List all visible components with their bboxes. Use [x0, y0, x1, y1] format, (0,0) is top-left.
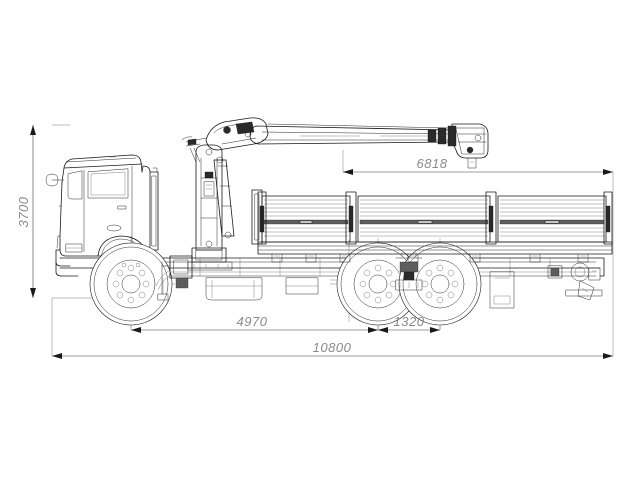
crane-header-cover [181, 136, 207, 163]
crane-inner-boom [205, 117, 269, 151]
crane-boom-tip [427, 123, 489, 169]
cargo-side-panel-3 [497, 191, 613, 245]
front-wheel [89, 242, 173, 326]
cargo-platform-base [257, 241, 613, 263]
cargo-headboard [251, 189, 263, 245]
cargo-side-panel-1 [257, 191, 357, 245]
dimension-wheelbase-label: 4970 [237, 314, 268, 329]
dimension-overall-length-label: 10800 [313, 340, 352, 355]
dimension-wheelbase: 4970 [131, 314, 378, 333]
dimension-platform-length-label: 6818 [417, 156, 448, 171]
crane-base [187, 247, 233, 271]
dimension-platform-length: 6818 [343, 156, 613, 175]
dimension-bogie-spread: 1320 [378, 314, 440, 333]
dimension-height-label: 3700 [16, 196, 31, 227]
rear-wheel-rear-axle [398, 242, 482, 326]
dimension-height: 3700 [16, 125, 36, 298]
dimension-overall-length: 10800 [52, 340, 613, 359]
crane-outer-boom [249, 123, 453, 145]
rear-bogie-suspension [395, 252, 423, 291]
outrigger-assembly [155, 255, 193, 301]
crane-lift-cylinder [213, 156, 235, 239]
crane-column [195, 144, 223, 251]
dimension-bogie-spread-label: 1320 [394, 314, 425, 329]
cargo-side-panel-2 [357, 191, 497, 245]
rear-equipment [489, 262, 603, 309]
